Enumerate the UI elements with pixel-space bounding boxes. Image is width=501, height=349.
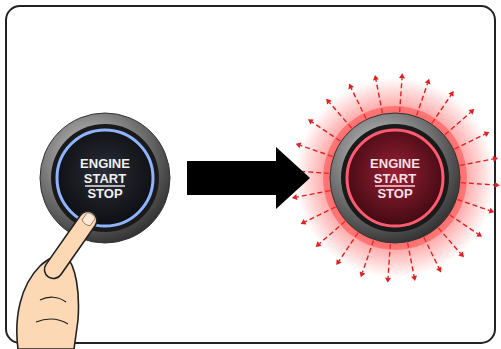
- knuckle-line: [36, 319, 68, 324]
- ray-arrowhead: [385, 278, 391, 283]
- push-button: ENGINE START STOP: [23, 96, 187, 260]
- ray-arrowhead: [495, 182, 500, 188]
- ray-arrowhead: [373, 75, 379, 81]
- ray-arrowhead: [336, 259, 341, 265]
- ray-arrowhead: [292, 194, 298, 200]
- ray-arrowhead: [476, 231, 482, 236]
- button-label: ENGINE START STOP: [366, 156, 424, 201]
- ray-arrowhead: [489, 208, 495, 214]
- button-face: [347, 130, 443, 226]
- button-bezel: [40, 113, 170, 243]
- ray-arrowhead: [290, 168, 295, 174]
- button-glow: [323, 106, 467, 250]
- glow-halo: [295, 78, 495, 278]
- hand-palm: [17, 255, 79, 349]
- ray-arrowhead: [360, 272, 366, 278]
- ray-arrowhead: [436, 267, 441, 273]
- ray-arrowhead: [399, 73, 405, 78]
- ray-arrowhead: [301, 219, 307, 224]
- ray-arrowhead: [411, 276, 417, 282]
- ray-arrowhead: [469, 109, 475, 115]
- fingernail: [81, 212, 96, 227]
- ray-arrowhead: [326, 99, 332, 105]
- index-finger: [41, 208, 100, 282]
- frame: [6, 6, 495, 343]
- ray-arrowhead: [458, 252, 464, 258]
- knuckle-line: [40, 297, 66, 302]
- ray-arrowhead: [484, 132, 490, 137]
- push-button: ENGINE START STOP: [310, 93, 480, 263]
- button-face: [57, 130, 153, 226]
- ray-arrowhead: [448, 91, 453, 97]
- finger-shape: [41, 208, 100, 282]
- ray-arrowhead: [296, 143, 302, 149]
- button-rim: [51, 124, 159, 232]
- ray-arrowhead: [349, 84, 354, 90]
- button-rim: [341, 124, 449, 232]
- ray-arrowhead: [316, 241, 322, 247]
- glow-rays: [290, 73, 499, 282]
- block-arrow: [187, 147, 310, 209]
- ray-arrowhead: [493, 156, 499, 162]
- ray-arrowhead: [425, 79, 431, 85]
- button-bezel: [330, 113, 460, 243]
- ray-arrowhead: [308, 119, 314, 124]
- button-label: ENGINE START STOP: [76, 156, 134, 201]
